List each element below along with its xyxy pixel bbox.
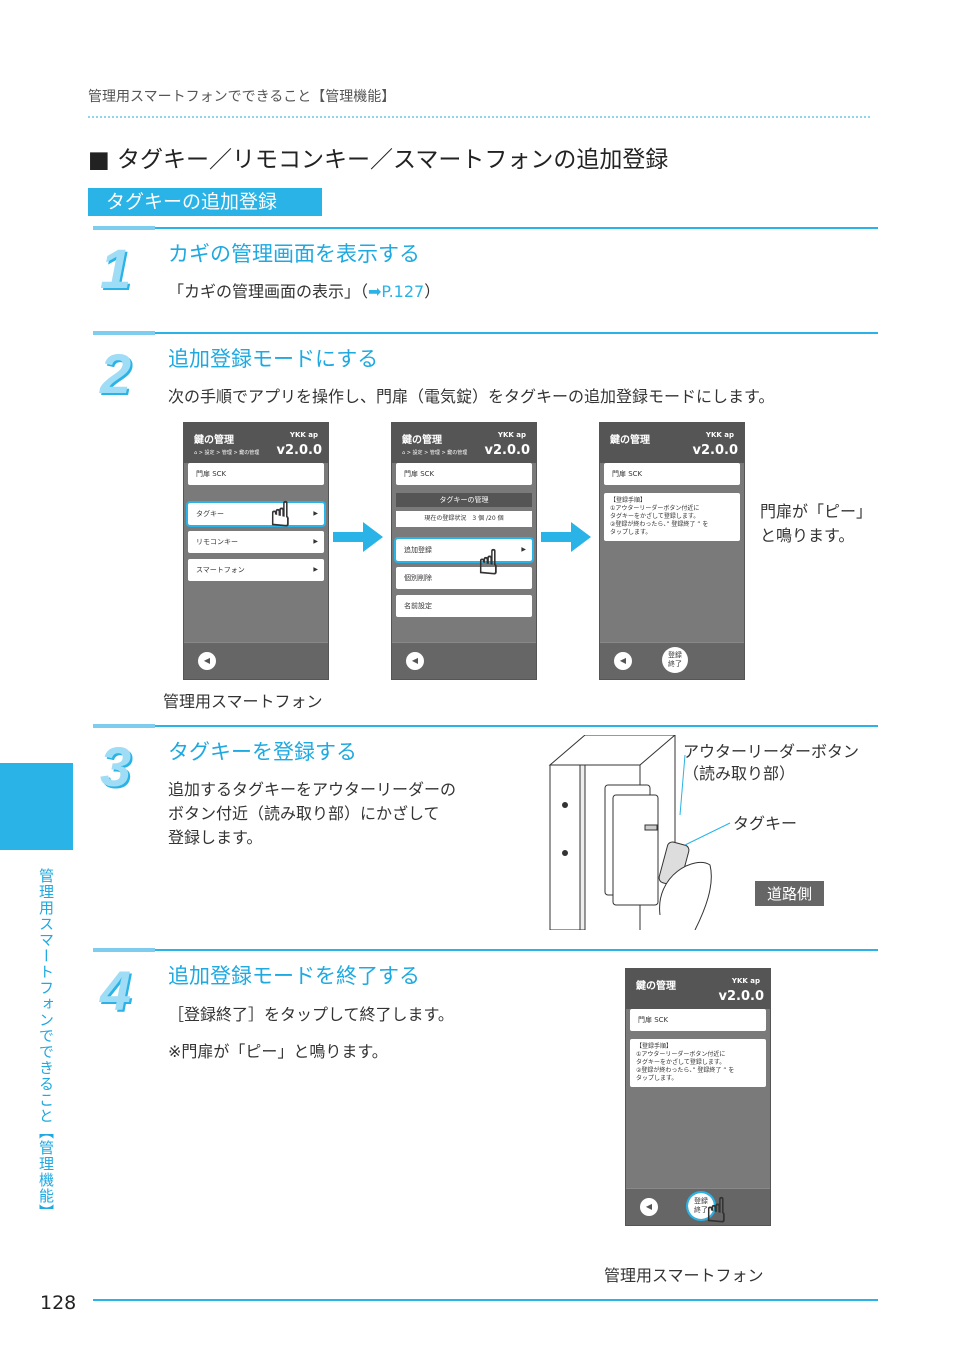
- screen-title: 鍵の管理: [636, 981, 676, 992]
- tapping-hand-icon: ☝: [270, 495, 292, 536]
- device-name: 門扉 SCK: [396, 463, 532, 485]
- outer-reader-illustration: [548, 735, 731, 930]
- breadcrumb[interactable]: ⌂ > 設定 > 管理 > 鍵の管理: [402, 450, 468, 456]
- step-text-end: ）: [424, 282, 441, 301]
- menu-item-tag-key[interactable]: タグキー▶: [186, 501, 326, 527]
- screen-title: 鍵の管理: [402, 435, 442, 446]
- end-registration-button[interactable]: 登録 終了: [662, 647, 688, 673]
- header-divider: [88, 116, 870, 118]
- screen-title: 鍵の管理: [194, 435, 234, 446]
- version: v2.0.0: [718, 989, 765, 1004]
- menu-item-smartphone[interactable]: スマートフォン▶: [188, 559, 324, 581]
- version: v2.0.0: [484, 443, 531, 458]
- road-side-label: 道路側: [755, 881, 825, 906]
- step-body: 「カギの管理画面の表示」（➡P.127）: [168, 280, 440, 304]
- page-number: 128: [40, 1292, 77, 1314]
- running-header: 管理用スマートフォンでできること【管理機能】: [88, 89, 396, 105]
- page-reference-link[interactable]: ➡P.127: [368, 282, 425, 301]
- device-name: 門扉 SCK: [630, 1009, 766, 1031]
- phone-screen-registration-mode: 鍵の管理 YKK ap v2.0.0 門扉 SCK 【登録手順】①アウターリーダーボ…: [599, 422, 745, 680]
- step-body: ［登録終了］をタップして終了します。: [168, 1005, 454, 1024]
- tapping-hand-icon: ☝: [478, 543, 500, 584]
- phone-caption: 管理用スマートフォン: [604, 1266, 764, 1285]
- device-name: 門扉 SCK: [604, 463, 740, 485]
- phone-screen-end-registration: 鍵の管理 YKK ap v2.0.0 門扉 SCK 【登録手順】①アウターリーダーボ…: [625, 968, 771, 1232]
- menu-item-rename[interactable]: 名前設定: [396, 595, 532, 617]
- menu-item-add-registration[interactable]: 追加登録▶: [394, 537, 534, 563]
- step-divider: [93, 226, 878, 230]
- step-number: 3: [100, 735, 132, 798]
- logo: YKK ap: [497, 431, 526, 439]
- step-body: 追加するタグキーをアウターリーダーのボタン付近（読み取り部）にかざして登録します…: [168, 780, 457, 847]
- phone-screen-tag-key-management: 鍵の管理 ⌂ > 設定 > 管理 > 鍵の管理 YKK ap v2.0.0 門扉 SC…: [391, 422, 537, 680]
- screen-title: 鍵の管理: [610, 435, 650, 446]
- step-number: 2: [100, 342, 132, 405]
- outer-reader-button-label: アウターリーダーボタン（読み取り部）: [683, 742, 860, 783]
- device-name: 門扉 SCK: [188, 463, 324, 485]
- arrow-right-icon: [541, 522, 591, 552]
- step-title: 追加登録モードにする: [168, 347, 379, 371]
- version: v2.0.0: [276, 443, 323, 458]
- back-button[interactable]: ◀: [198, 652, 216, 670]
- menu-item-remote-key[interactable]: リモコンキー▶: [188, 531, 324, 553]
- breadcrumb[interactable]: ⌂ > 設定 > 管理 > 鍵の管理: [194, 450, 260, 456]
- step-divider: [93, 948, 878, 952]
- version: v2.0.0: [692, 443, 739, 458]
- menu-item-delete[interactable]: 個別削除: [396, 567, 532, 589]
- registration-instructions: 【登録手順】①アウターリーダーボタン付近にタグキーをかざして登録します。②登録が…: [604, 493, 740, 541]
- step-title: カギの管理画面を表示する: [168, 242, 420, 266]
- phone-screen-key-menu: 鍵の管理 ⌂ > 設定 > 管理 > 鍵の管理 YKK ap v2.0.0 門扉 SC…: [183, 422, 329, 680]
- step-number: 1: [100, 237, 132, 300]
- logo: YKK ap: [289, 431, 318, 439]
- step-note: ※門扉が「ピー」と鳴ります。: [168, 1042, 388, 1061]
- step-number: 4: [100, 959, 132, 1022]
- end-registration-button[interactable]: 登録 終了: [686, 1191, 716, 1221]
- step-title: タグキーを登録する: [168, 740, 357, 764]
- step-title: 追加登録モードを終了する: [168, 964, 420, 988]
- page-title: ■ タグキー／リモコンキー／スマートフォンの追加登録: [88, 147, 669, 173]
- chapter-tab: [0, 763, 73, 850]
- step-divider: [93, 331, 878, 335]
- back-button[interactable]: ◀: [614, 652, 632, 670]
- section-heading: タグキーの追加登録: [88, 188, 322, 216]
- beep-note: 門扉が「ピー」と鳴ります。: [760, 502, 873, 545]
- arrow-right-icon: [333, 522, 383, 552]
- tag-key-header: タグキーの管理: [396, 493, 532, 507]
- logo: YKK ap: [705, 431, 734, 439]
- step-body: 次の手順でアプリを操作し、門扉（電気錠）をタグキーの追加登録モードにします。: [168, 387, 775, 406]
- footer-divider: [93, 1299, 878, 1301]
- chapter-tab-label: 管理用スマートフォンでできること【管理機能】: [37, 868, 55, 1220]
- tapping-hand-icon: ☝: [706, 1191, 728, 1232]
- logo: YKK ap: [731, 977, 760, 985]
- step-text: 「カギの管理画面の表示」（: [168, 282, 369, 301]
- phone-caption: 管理用スマートフォン: [163, 692, 323, 711]
- tag-key-label: タグキー: [733, 814, 798, 833]
- back-button[interactable]: ◀: [406, 652, 424, 670]
- back-button[interactable]: ◀: [640, 1198, 658, 1216]
- registration-instructions: 【登録手順】①アウターリーダーボタン付近にタグキーをかざして登録します。②登録が…: [630, 1039, 766, 1087]
- step-divider: [93, 724, 878, 728]
- registration-status: 現在の登録状況 3 個 /20 個: [396, 511, 532, 527]
